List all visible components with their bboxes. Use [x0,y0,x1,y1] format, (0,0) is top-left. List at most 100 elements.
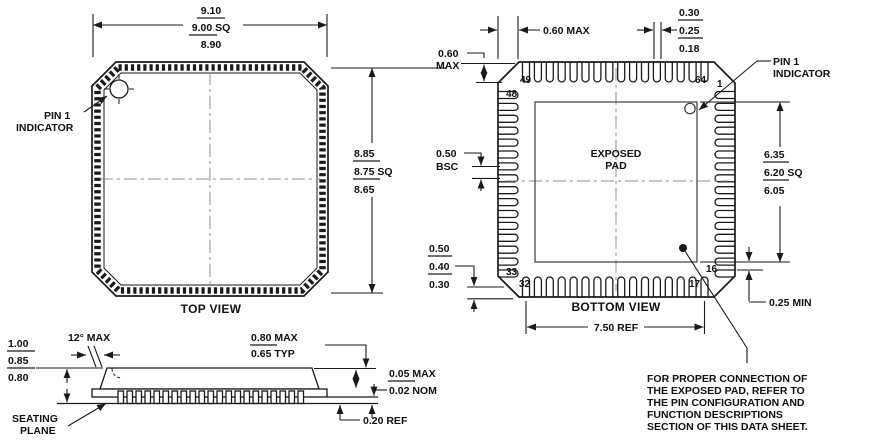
pin-slot-top [545,62,554,83]
side-lead [261,390,269,405]
dim-corner-chamfer: 0.60 MAX [436,48,515,84]
top-width-dimension: 9.10 9.00 SQ 8.90 [92,5,328,57]
pin-slot-top [581,62,590,83]
side-lead [270,390,278,405]
pin-slot-right [714,150,735,159]
pin-slot-bottom [640,276,650,297]
pin-slot-bottom [557,276,566,297]
top-body-min: 8.65 [354,184,375,196]
dim-height: 1.00 0.85 0.80 [7,338,103,403]
note-line-4: FUNCTION DESCRIPTIONS [647,409,783,421]
side-lead [207,390,215,405]
pin-slot-bottom [605,276,614,297]
pin-slot-right [714,126,735,135]
pad-pin1-notch [684,102,696,115]
side-leads [117,390,305,405]
pin-slot-right [714,138,735,147]
pad-clearance-text: 0.25 MIN [769,297,812,309]
note-line-1: FOR PROPER CONNECTION OF [647,373,808,385]
side-lead [135,390,143,405]
terminal-length-nom: 0.40 [429,261,450,273]
bottom-pin1-label-line2: INDICATOR [773,68,831,80]
top-body-nom: 8.75 SQ [354,166,393,178]
lead-foot-max: 0.80 MAX [251,332,298,344]
pin-slot-top [605,62,614,83]
pin-slot-left [498,150,519,159]
side-lead [126,390,134,405]
height-nom: 0.85 [8,355,29,367]
pin-slot-right [714,102,735,112]
terminal-length-min: 0.30 [429,279,450,291]
side-lead [252,390,260,405]
seating-label-line1: SEATING [12,413,58,425]
lead-width-nom: 0.25 [679,25,700,37]
seating-plane-label: SEATING PLANE [12,403,107,437]
top-view-title: TOP VIEW [181,302,242,316]
pin-slot-right [714,233,735,242]
pin-slot-bottom [652,276,662,297]
pin-slot-bottom [628,276,638,297]
pad-size-max: 6.35 [764,149,785,161]
top-body-dimension: 8.85 8.75 SQ 8.65 [331,67,447,294]
pin-slot-top [688,62,697,83]
seating-label-line2: PLANE [20,425,56,437]
note-line-5: SECTION OF THIS DATA SHEET. [647,421,808,433]
pin-slot-left [498,138,519,147]
pin-slot-right [714,186,735,195]
pin-slot-bottom [593,276,602,297]
lead-width-max: 0.30 [679,7,700,19]
pin-slot-top [664,62,673,83]
top-view: PIN 1 INDICATOR 9.10 9.00 SQ 8.90 8.85 8… [16,5,447,316]
side-lead [243,390,251,405]
top-view-lead-band [94,64,326,294]
top-pin1-label-line2: INDICATOR [16,122,74,134]
lead-width-min: 0.18 [679,43,700,55]
pin-slot-right [714,114,735,123]
pin-number-33: 33 [506,267,518,278]
pin-slot-left [498,233,519,242]
dim-lead-foot: 0.80 MAX 0.65 TYP [250,332,376,388]
bottom-view: EXPOSED PAD 49 48 64 1 33 32 17 16 PIN 1… [428,7,831,363]
lead-thickness-text: 0.20 REF [363,415,408,427]
pin-slot-left [498,126,519,135]
dim-standoff: 0.05 MAX 0.02 NOM [370,368,437,397]
side-lead [216,390,224,405]
pin-slot-top [628,62,638,83]
bottom-view-title: BOTTOM VIEW [571,300,660,314]
pin-slot-top [640,62,650,83]
top-width-max: 9.10 [201,5,222,17]
pin-number-64: 64 [695,75,707,86]
height-min: 0.80 [8,372,29,384]
pin-slot-top [676,62,685,83]
pin-slot-top [533,62,543,83]
side-lead [225,390,233,405]
pin-slot-top [700,62,709,83]
pin-slot-left [498,209,519,219]
pin-slot-left [498,90,519,100]
note-line-3: THE PIN CONFIGURATION AND [647,397,805,409]
pin-slot-top [593,62,602,83]
pin-number-49: 49 [520,75,532,86]
pin-number-1: 1 [717,79,723,90]
pin-slot-left [498,221,519,231]
pad-size-min: 6.05 [764,185,785,197]
side-view: 1.00 0.85 0.80 12° MAX 0.80 MAX 0.65 TYP [7,332,437,437]
pin-slot-left [498,245,519,254]
pin-slot-right [714,90,735,100]
pin-slot-top [557,62,566,83]
height-max: 1.00 [8,338,29,350]
side-lead [171,390,179,405]
side-lead [297,390,305,405]
pin-slot-bottom [676,276,685,297]
pin-number-16: 16 [706,264,718,275]
pin-number-17: 17 [689,279,701,290]
top-view-outer-outline [91,61,329,297]
pin-slot-bottom [664,276,673,297]
pin1-indicator-mark [104,74,134,104]
pin-slot-bottom [688,276,697,297]
pin-slot-bottom [581,276,590,297]
side-lead [234,390,242,405]
side-lead [144,390,152,405]
